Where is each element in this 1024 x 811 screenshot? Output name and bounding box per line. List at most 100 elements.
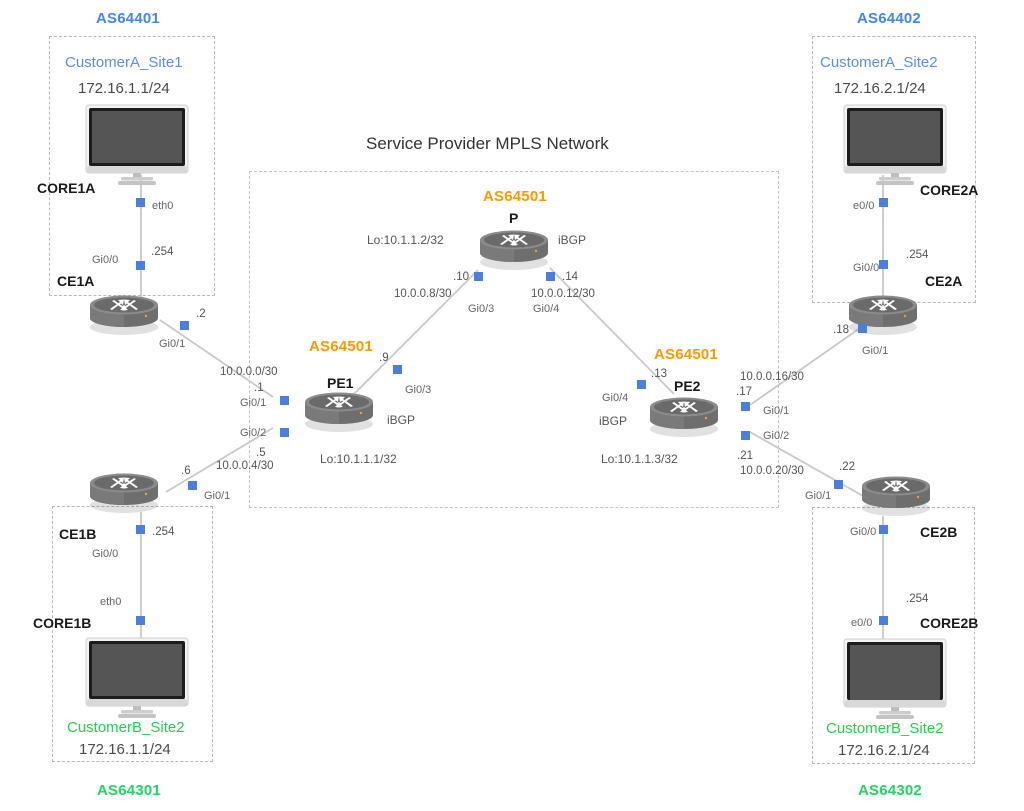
- monitor-core1a: [85, 104, 189, 186]
- as-label-64301: AS64301: [97, 782, 161, 799]
- port-ce2b-gi00[interactable]: [879, 525, 888, 534]
- port-ce2b-gi01[interactable]: [834, 480, 843, 489]
- iface-label-ce2b-gi01: Gi0/1: [805, 490, 832, 502]
- iface-label-core1b-eth0: eth0: [100, 596, 122, 608]
- iface-label-ce1b-gi01: Gi0/1: [204, 490, 231, 502]
- iface-label-ce1b-gi00: Gi0/0: [92, 548, 119, 560]
- as-label-p-64501: AS64501: [483, 188, 547, 205]
- port-pe2-gi02[interactable]: [741, 431, 750, 440]
- iface-label-core2b-e00: e0/0: [851, 617, 873, 629]
- site-box-customerA-site1: [49, 36, 215, 296]
- mpls-network-title: Service Provider MPLS Network: [366, 134, 609, 153]
- site-box-customerB-site1: [52, 506, 213, 762]
- monitor-core2a: [843, 104, 947, 186]
- router-p[interactable]: [478, 228, 550, 270]
- subnet-label-pe1-p: 10.0.0.8/30: [394, 288, 452, 300]
- loopback-label-pe1: Lo:10.1.1.1/32: [320, 452, 397, 466]
- ip-octet-ce2b-gi00: .254: [906, 593, 929, 605]
- iface-label-pe1-gi03: Gi0/3: [405, 384, 432, 396]
- port-pe2-gi04[interactable]: [637, 380, 646, 389]
- as-label-64402: AS64402: [857, 10, 921, 27]
- ip-octet-ce1a-gi00: .254: [151, 246, 174, 258]
- ip-octet-pe1-gi02: .5: [256, 447, 266, 459]
- device-label-p: P: [509, 210, 519, 226]
- site-name-customerB-site1: CustomerB_Site2: [67, 719, 185, 736]
- device-label-ce2a: CE2A: [925, 273, 963, 289]
- subnet-label-p-pe2: 10.0.0.12/30: [531, 288, 595, 300]
- port-core2b-e00[interactable]: [879, 616, 888, 625]
- port-ce1b-gi01[interactable]: [188, 481, 197, 490]
- router-pe1[interactable]: [303, 390, 375, 432]
- subnet-label-pe2-ce2a: 10.0.0.16/30: [740, 371, 804, 383]
- port-ce1b-gi00[interactable]: [136, 525, 145, 534]
- as-label-pe1-64501: AS64501: [309, 338, 373, 355]
- iface-label-pe1-gi02: Gi0/2: [240, 427, 267, 439]
- iface-label-pe2-gi01: Gi0/1: [763, 405, 790, 417]
- loopback-label-p: Lo:10.1.1.2/32: [367, 233, 444, 247]
- ibgp-label-pe2: iBGP: [599, 414, 628, 428]
- port-ce1a-gi01[interactable]: [180, 321, 189, 330]
- site-ip-customerA-site2: 172.16.2.1/24: [834, 80, 926, 97]
- ip-octet-pe1-gi01: .1: [254, 382, 264, 394]
- iface-label-pe1-gi01: Gi0/1: [240, 397, 267, 409]
- device-label-core1b: CORE1B: [33, 615, 92, 631]
- monitor-core1b: [85, 637, 189, 719]
- site-ip-customerA-site1: 172.16.1.1/24: [78, 80, 170, 97]
- site-name-customerA-site1: CustomerA_Site1: [65, 54, 183, 71]
- ip-octet-ce1b-gi00: .254: [152, 526, 175, 538]
- iface-label-core2a-e00: e0/0: [853, 200, 875, 212]
- ibgp-label-p: iBGP: [558, 233, 587, 247]
- port-ce1a-gi00[interactable]: [136, 261, 145, 270]
- ip-octet-p-gi03: .10: [453, 271, 469, 283]
- iface-label-ce2a-gi01: Gi0/1: [862, 345, 889, 357]
- iface-label-pe2-gi02: Gi0/2: [763, 430, 790, 442]
- device-label-ce1b: CE1B: [59, 526, 97, 542]
- port-core1b-eth0[interactable]: [136, 616, 145, 625]
- port-p-gi03[interactable]: [474, 272, 483, 281]
- port-core2a-e00[interactable]: [879, 198, 888, 207]
- ip-octet-ce2a-gi00: .254: [906, 249, 929, 261]
- iface-label-core1a-eth0: eth0: [152, 200, 174, 212]
- router-pe2[interactable]: [648, 395, 720, 437]
- device-label-pe1: PE1: [327, 375, 354, 391]
- port-pe1-gi02[interactable]: [280, 428, 289, 437]
- device-label-pe2: PE2: [674, 378, 701, 394]
- subnet-label-pe2-ce2b: 10.0.0.20/30: [740, 465, 804, 477]
- site-ip-customerB-site2: 172.16.2.1/24: [838, 742, 930, 759]
- ip-octet-ce1a-gi01: .2: [196, 308, 206, 320]
- ip-octet-pe1-gi03: .9: [379, 352, 389, 364]
- iface-label-ce2b-gi00: Gi0/0: [850, 526, 877, 538]
- as-label-pe2-64501: AS64501: [654, 346, 718, 363]
- port-core1a-eth0[interactable]: [136, 198, 145, 207]
- iface-label-ce1a-gi01: Gi0/1: [159, 338, 186, 350]
- port-ce2a-gi01[interactable]: [858, 324, 867, 333]
- port-pe2-gi01[interactable]: [741, 402, 750, 411]
- ip-octet-p-gi04: .14: [562, 271, 578, 283]
- site-name-customerA-site2: CustomerA_Site2: [820, 54, 938, 71]
- subnet-label-ce1a-pe1: 10.0.0.0/30: [220, 366, 278, 378]
- ip-octet-pe2-gi04: .13: [651, 368, 667, 380]
- ip-octet-ce2a-gi01: .18: [833, 324, 849, 336]
- iface-label-ce2a-gi00: Gi0/0: [853, 262, 880, 274]
- loopback-label-pe2: Lo:10.1.1.3/32: [601, 452, 678, 466]
- site-name-customerB-site2: CustomerB_Site2: [826, 720, 944, 737]
- router-ce1b[interactable]: [88, 471, 160, 513]
- port-p-gi04[interactable]: [546, 272, 555, 281]
- router-ce1a[interactable]: [88, 293, 160, 335]
- ip-octet-ce1b-gi01: .6: [181, 465, 191, 477]
- ip-octet-pe2-gi01: .17: [736, 386, 752, 398]
- router-ce2b[interactable]: [860, 474, 932, 516]
- iface-label-ce1a-gi00: Gi0/0: [92, 254, 119, 266]
- ip-octet-pe2-gi02: .21: [737, 450, 753, 462]
- ip-octet-ce2b-gi01: .22: [839, 461, 855, 473]
- port-pe1-gi01[interactable]: [280, 396, 289, 405]
- as-label-64401: AS64401: [96, 10, 160, 27]
- port-ce2a-gi00[interactable]: [879, 260, 888, 269]
- device-label-core1a: CORE1A: [37, 180, 96, 196]
- device-label-ce1a: CE1A: [57, 273, 95, 289]
- port-pe1-gi03[interactable]: [393, 365, 402, 374]
- mpls-network-boundary: [249, 171, 779, 508]
- device-label-core2a: CORE2A: [920, 182, 979, 198]
- site-ip-customerB-site1: 172.16.1.1/24: [79, 741, 171, 758]
